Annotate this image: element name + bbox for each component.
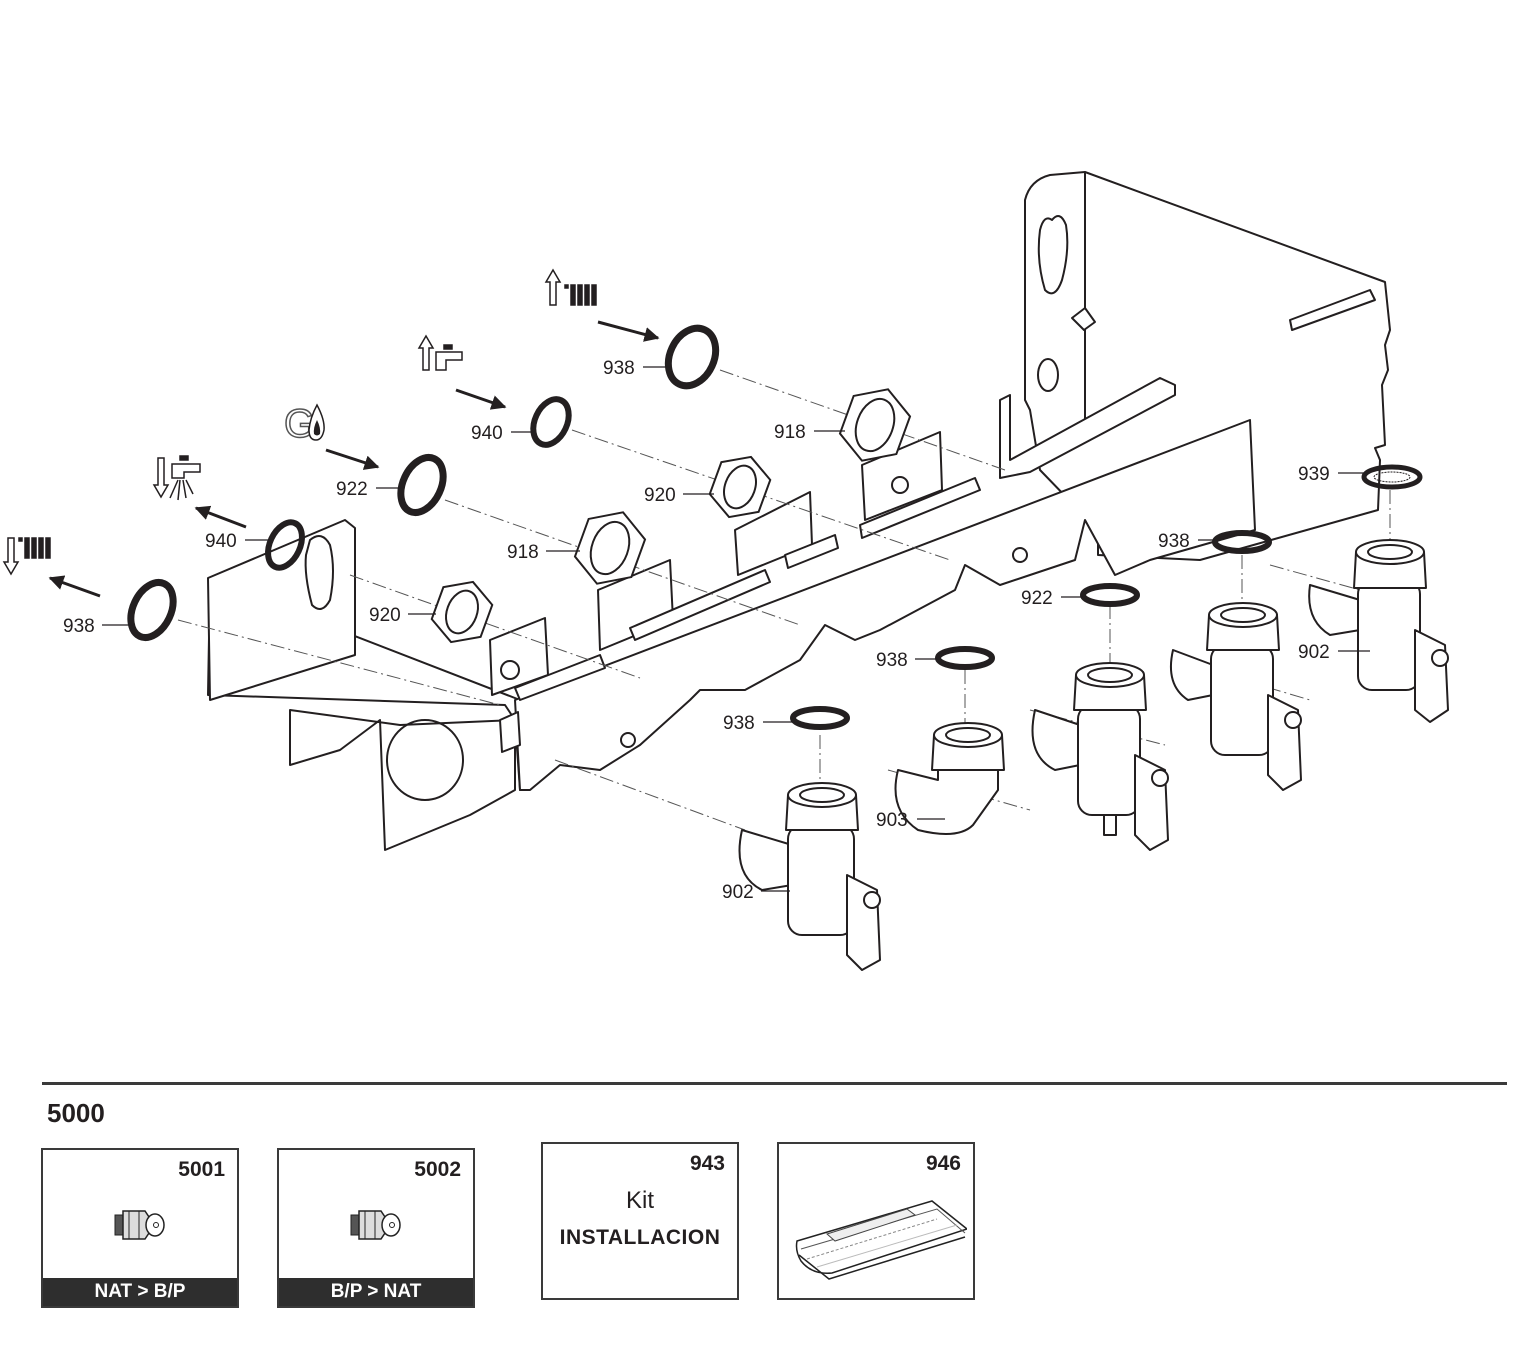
- kit-5001-box: 5001 NAT > B/P: [41, 1148, 239, 1308]
- callout-902-right: 902: [1298, 642, 1330, 663]
- callout-940-mid: 940: [471, 423, 503, 444]
- kit-group-title: 5000: [47, 1098, 105, 1128]
- manual-box: 946: [777, 1142, 975, 1300]
- gasket-938-r1: [1212, 530, 1272, 554]
- callout-938-left: 938: [63, 616, 95, 637]
- callout-938-r1: 938: [1158, 531, 1190, 552]
- mounting-bracket: [207, 171, 1391, 851]
- callout-902-left: 902: [722, 882, 754, 903]
- gasket-938-left: [127, 579, 177, 641]
- callout-922-r: 922: [1021, 588, 1053, 609]
- hot-water-out-icon: [417, 334, 463, 371]
- gasket-938-r2: [935, 646, 995, 670]
- filter-939: [1361, 464, 1423, 490]
- gasket-938-top: [664, 324, 720, 390]
- gas-symbol: G: [284, 402, 315, 446]
- cold-water-shower-icon: [152, 455, 201, 501]
- hex-nuts: [430, 388, 912, 644]
- callout-918-mid: 918: [507, 542, 539, 563]
- install-kit-line2: INSTALLACION: [559, 1226, 721, 1249]
- valve-902-midright: [1169, 602, 1302, 791]
- callout-938-r3: 938: [723, 713, 755, 734]
- nut-918-mid: [573, 511, 647, 585]
- valve-middle: [1031, 662, 1169, 851]
- booklet-icon: [795, 1200, 967, 1280]
- callout-918-right: 918: [774, 422, 806, 443]
- callout-922-mid: 922: [336, 479, 368, 500]
- nozzle-icon: [114, 1210, 165, 1240]
- valve-902-right: [1308, 539, 1449, 723]
- install-kit-line1: Kit: [625, 1187, 654, 1214]
- gaskets: [127, 324, 1423, 730]
- nut-920-left: [430, 580, 494, 644]
- kit-5002-box: 5002 B/P > NAT: [277, 1148, 475, 1308]
- exploded-parts-diagram: G 93: [2, 171, 1449, 971]
- heating-return-icon: [2, 537, 51, 576]
- nut-918-right: [838, 388, 912, 462]
- gasket-922-r: [1080, 583, 1140, 607]
- nozzle-icon: [350, 1210, 401, 1240]
- install-kit-code: 943: [689, 1152, 725, 1175]
- callout-leaders: [102, 366, 1370, 892]
- callout-938-top: 938: [603, 358, 635, 379]
- kit-5001-code: 5001: [178, 1158, 225, 1181]
- kit-5002-label: B/P > NAT: [279, 1278, 473, 1306]
- kit-5002-code: 5002: [414, 1158, 461, 1181]
- gasket-940-mid: [530, 396, 572, 448]
- valves: [738, 539, 1449, 971]
- heating-flow-out-icon: [544, 268, 597, 306]
- callout-920-left: 920: [369, 605, 401, 626]
- kit-5001-label: NAT > B/P: [43, 1278, 237, 1306]
- nut-920-mid: [708, 455, 772, 519]
- callout-920-mid: 920: [644, 485, 676, 506]
- gasket-938-r3: [790, 706, 850, 730]
- manual-code: 946: [925, 1152, 961, 1175]
- callout-938-r2: 938: [876, 650, 908, 671]
- gas-flame-icon: G: [283, 401, 325, 447]
- install-kit-box: 943 Kit INSTALLACION: [541, 1142, 739, 1300]
- callout-939: 939: [1298, 464, 1330, 485]
- flow-arrows: [48, 320, 660, 598]
- section-divider: [42, 1082, 1507, 1085]
- gasket-922-mid: [397, 454, 447, 516]
- callout-labels: 938 940 922 940 938 918 920 918 920 939 …: [63, 358, 1330, 903]
- valve-902-left: [738, 782, 881, 971]
- callout-940-left: 940: [205, 531, 237, 552]
- callout-903: 903: [876, 810, 908, 831]
- gasket-940-left: [265, 519, 305, 571]
- elbow-903: [894, 722, 1005, 835]
